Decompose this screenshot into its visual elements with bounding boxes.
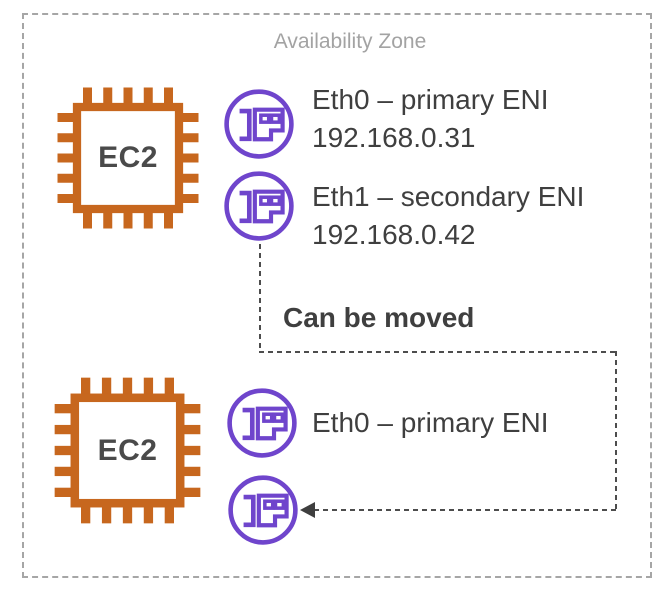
eni-ip: 192.168.0.42 (312, 219, 476, 250)
eni-network-card-icon-bottom-moved (226, 473, 300, 547)
move-path-segment-right (259, 351, 617, 353)
move-path-segment-down (259, 244, 261, 352)
ec2-label-top: EC2 (98, 141, 158, 174)
eni-label-bottom-primary: Eth0 – primary ENI (312, 404, 549, 442)
eni-name: Eth0 – primary ENI (312, 84, 549, 115)
eni-name: Eth1 – secondary ENI (312, 181, 585, 212)
eni-network-card-icon-bottom-primary (225, 386, 299, 460)
eni-label-top-primary: Eth0 – primary ENI 192.168.0.31 (312, 81, 549, 157)
ec2-label-bottom: EC2 (97, 433, 158, 467)
move-annotation-label: Can be moved (283, 302, 475, 333)
availability-zone-border (22, 13, 652, 578)
eni-ip: 192.168.0.31 (312, 122, 476, 153)
eni-name: Eth0 – primary ENI (312, 407, 549, 438)
ec2-instance-top: EC2 (53, 83, 203, 233)
ec2-instance-bottom: EC2 (50, 373, 205, 528)
arrowhead-icon (300, 502, 315, 518)
move-path-segment-left (314, 509, 617, 511)
eni-network-card-icon-top-primary (222, 87, 296, 161)
availability-zone-label: Availability Zone (273, 30, 427, 53)
eni-network-card-icon-top-secondary (222, 169, 296, 243)
move-path-segment-down-2 (615, 351, 617, 511)
eni-label-top-secondary: Eth1 – secondary ENI 192.168.0.42 (312, 178, 584, 254)
